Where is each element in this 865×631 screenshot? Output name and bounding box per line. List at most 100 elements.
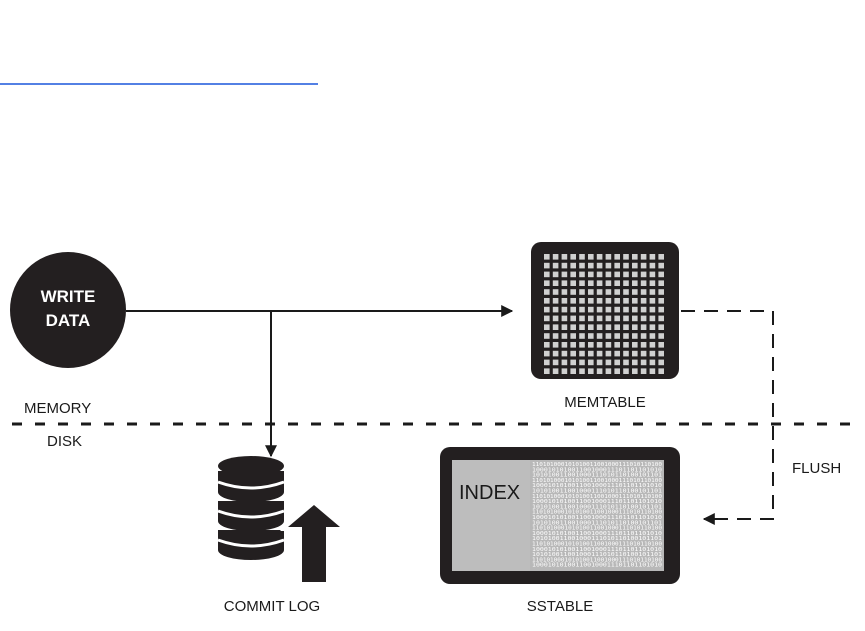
memtable-cell bbox=[579, 315, 585, 322]
memtable-cell bbox=[649, 298, 656, 304]
memtable-cell bbox=[605, 359, 612, 366]
memtable-cell bbox=[588, 271, 594, 278]
memtable-cell bbox=[570, 368, 576, 374]
memtable-cell bbox=[658, 324, 664, 330]
memtable-cell bbox=[544, 289, 550, 295]
memtable-cell bbox=[623, 359, 629, 366]
memtable-cell bbox=[570, 306, 576, 313]
memtable-cell bbox=[640, 350, 647, 357]
memtable-cell bbox=[570, 262, 576, 269]
memtable-cell bbox=[544, 298, 550, 304]
memtable-cell bbox=[640, 315, 647, 322]
memtable-cell bbox=[605, 333, 612, 339]
memtable-cell bbox=[579, 324, 585, 330]
memtable-cell bbox=[649, 271, 656, 278]
memtable-cell bbox=[596, 289, 603, 295]
memtable-cell bbox=[605, 342, 612, 348]
memtable-cell bbox=[658, 315, 664, 322]
memtable-cell bbox=[632, 350, 638, 357]
memtable-cell bbox=[614, 271, 620, 278]
sstable-binary-line: 100010101001100100011101101101010 bbox=[532, 483, 662, 489]
memtable-cell bbox=[596, 262, 603, 269]
memtable-cell bbox=[605, 315, 612, 322]
memtable-cell bbox=[596, 350, 603, 357]
memtable-cell bbox=[623, 262, 629, 269]
memtable-cell bbox=[614, 333, 620, 339]
flush-label: FLUSH bbox=[792, 460, 841, 477]
memtable-cell bbox=[623, 271, 629, 278]
memtable-cell bbox=[596, 254, 603, 260]
memtable-cell bbox=[632, 298, 638, 304]
memtable-cell bbox=[632, 254, 638, 260]
memtable-cell bbox=[561, 333, 568, 339]
memtable-cell bbox=[579, 350, 585, 357]
memtable-cell bbox=[605, 350, 612, 357]
memtable-cell bbox=[561, 306, 568, 313]
memtable-cell bbox=[614, 350, 620, 357]
memtable-cell bbox=[579, 280, 585, 286]
sstable-binary-line: 101010011001000111010110100101101 bbox=[532, 504, 662, 510]
write-data-node: WRITE DATA bbox=[10, 252, 126, 368]
memtable-cell bbox=[579, 271, 585, 278]
memtable-cell bbox=[561, 350, 568, 357]
memtable-cell bbox=[588, 262, 594, 269]
sstable-binary-line: 100010101001100100011101101101010 bbox=[532, 499, 662, 505]
memtable-cell bbox=[605, 289, 612, 295]
memtable-cell bbox=[552, 368, 559, 374]
memtable-cell bbox=[623, 315, 629, 322]
memtable-cell bbox=[614, 306, 620, 313]
memtable-cell bbox=[605, 306, 612, 313]
memtable-cell bbox=[614, 298, 620, 304]
memtable-cell bbox=[649, 342, 656, 348]
memtable-cell bbox=[649, 324, 656, 330]
memtable-cell bbox=[640, 298, 647, 304]
memtable-cell bbox=[579, 298, 585, 304]
memtable-cell bbox=[605, 271, 612, 278]
memtable-cell bbox=[570, 289, 576, 295]
memtable-cell bbox=[614, 324, 620, 330]
memtable-cell bbox=[623, 333, 629, 339]
memtable-cell bbox=[614, 359, 620, 366]
memtable-cell bbox=[649, 350, 656, 357]
memtable-cell bbox=[640, 342, 647, 348]
write-data-line-2: DATA bbox=[46, 311, 91, 330]
memtable-cell bbox=[552, 306, 559, 313]
memtable-cell bbox=[552, 350, 559, 357]
sstable-binary-line: 110101000101010011001000111010110100 bbox=[532, 542, 662, 548]
memtable-cell bbox=[561, 289, 568, 295]
memtable-cell bbox=[640, 359, 647, 366]
sstable-binary-line: 100010101001100100011101101101010 bbox=[532, 547, 662, 553]
write-data-line-1: WRITE bbox=[41, 287, 96, 306]
memtable-cell bbox=[596, 271, 603, 278]
memtable-cell bbox=[658, 262, 664, 269]
memtable-cell bbox=[544, 254, 550, 260]
memtable-cell bbox=[570, 324, 576, 330]
memtable-cell bbox=[623, 368, 629, 374]
memtable-cell bbox=[596, 333, 603, 339]
memtable-cell bbox=[561, 324, 568, 330]
memtable-cell bbox=[570, 333, 576, 339]
memtable-cell bbox=[658, 254, 664, 260]
memtable-cell bbox=[658, 342, 664, 348]
memtable-cell bbox=[605, 262, 612, 269]
memtable-cell bbox=[632, 342, 638, 348]
memtable-cell bbox=[632, 324, 638, 330]
memtable-cell bbox=[649, 315, 656, 322]
memtable-cell bbox=[614, 289, 620, 295]
memtable-cell bbox=[588, 350, 594, 357]
memtable-cell bbox=[588, 289, 594, 295]
memtable-cell bbox=[658, 359, 664, 366]
memtable-cell bbox=[544, 271, 550, 278]
memtable-cell bbox=[640, 271, 647, 278]
memory-label: MEMORY bbox=[24, 400, 91, 417]
memtable-cell bbox=[544, 368, 550, 374]
memtable-cell bbox=[614, 368, 620, 374]
memtable-cell bbox=[623, 289, 629, 295]
memtable-cell bbox=[579, 342, 585, 348]
memtable-cell bbox=[632, 359, 638, 366]
memtable-cell bbox=[570, 298, 576, 304]
sstable-binary-line: 101010011001000111010110100101101 bbox=[532, 473, 662, 479]
index-label: INDEX bbox=[459, 482, 520, 504]
memtable-cell bbox=[658, 350, 664, 357]
